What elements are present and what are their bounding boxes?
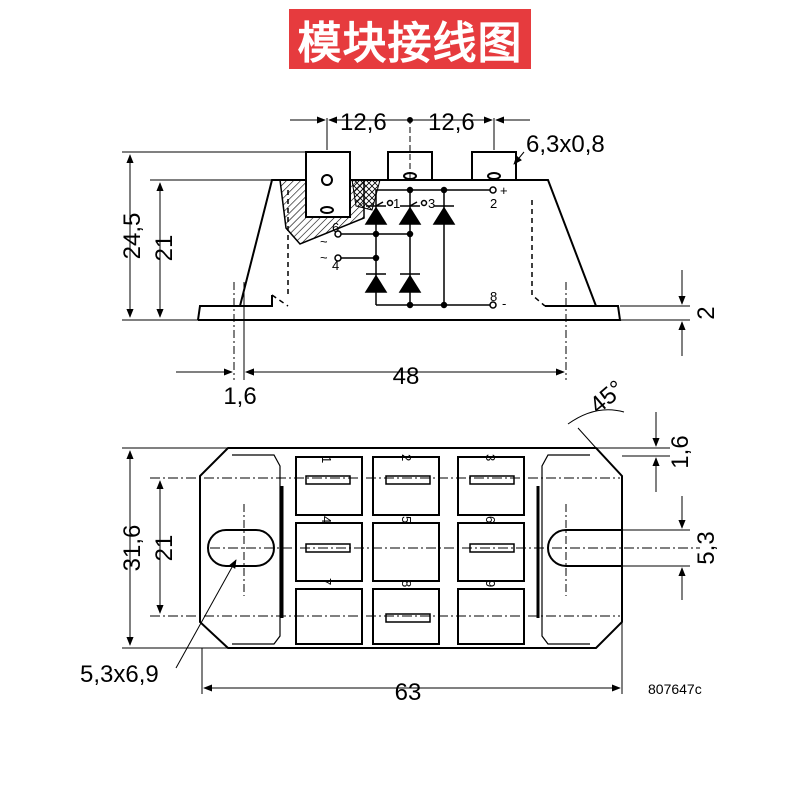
polarity-plus: + bbox=[500, 183, 508, 198]
pad-1 bbox=[295, 456, 363, 516]
dim-hole-spacing: 48 bbox=[393, 363, 420, 390]
dim-height-body: 21 bbox=[151, 235, 178, 262]
terminal-label-1: 1 bbox=[393, 196, 400, 211]
dim-base-thickness: 2 bbox=[693, 306, 720, 319]
mounting-hole bbox=[207, 529, 275, 567]
polarity-minus: - bbox=[502, 296, 506, 311]
pad-3 bbox=[457, 456, 525, 516]
pad-5 bbox=[372, 522, 440, 582]
top-view bbox=[150, 447, 700, 649]
terminal-label-6: 6 bbox=[332, 220, 339, 235]
diode-3 bbox=[432, 206, 456, 225]
diode-4 bbox=[364, 274, 388, 293]
ac-symbol-bottom: ~ bbox=[320, 250, 328, 265]
dim-terminal-size: 6,3x0,8 bbox=[526, 131, 605, 158]
rectifier-schematic bbox=[334, 186, 497, 309]
base-left bbox=[197, 295, 273, 321]
pad-label-1: 1 bbox=[319, 456, 334, 463]
title-banner: 模块接线图 bbox=[289, 9, 531, 69]
side-view-dimensions bbox=[122, 116, 690, 376]
dim-pitch-right: 12,6 bbox=[428, 109, 475, 136]
dim-hole-size: 5,3x6,9 bbox=[80, 661, 159, 688]
pad-4 bbox=[295, 522, 363, 582]
terminal-slot-3 bbox=[469, 475, 515, 485]
terminal-slot-2 bbox=[385, 475, 431, 485]
terminal-label-2: 2 bbox=[490, 196, 497, 211]
pad-label-5: 5 bbox=[399, 516, 414, 523]
pad-label-2: 2 bbox=[399, 454, 414, 461]
pad-label-9: 9 bbox=[483, 580, 498, 587]
pad-label-3: 3 bbox=[483, 454, 498, 461]
pad-6 bbox=[457, 522, 525, 582]
pad-label-8: 8 bbox=[399, 580, 414, 587]
dim-slot-width: 5,3 bbox=[693, 531, 720, 564]
dim-pitch-left: 12,6 bbox=[340, 109, 387, 136]
terminal-tab-right bbox=[471, 151, 517, 181]
dim-length: 63 bbox=[395, 679, 422, 706]
terminal-label-4: 4 bbox=[332, 258, 339, 273]
diode-1 bbox=[364, 206, 388, 225]
diode-2 bbox=[398, 206, 422, 225]
dim-height-total: 24,5 bbox=[119, 213, 146, 260]
base-right bbox=[198, 305, 622, 321]
top-outline bbox=[199, 447, 623, 649]
dim-flange-width: 1,6 bbox=[223, 383, 256, 410]
pad-label-4: 4 bbox=[319, 516, 334, 523]
terminal-slot-1 bbox=[305, 475, 351, 485]
pad-2 bbox=[372, 456, 440, 516]
dim-width-inner: 21 bbox=[151, 535, 178, 562]
dim-width-total: 31,6 bbox=[119, 525, 146, 572]
top-view-dimensions bbox=[122, 409, 690, 694]
pad-label-6: 6 bbox=[483, 516, 498, 523]
dim-edge: 1,6 bbox=[667, 435, 694, 468]
drawing-reference: 807647c bbox=[648, 681, 702, 697]
ac-symbol-top: ~ bbox=[320, 234, 328, 249]
terminal-label-3: 3 bbox=[428, 196, 435, 211]
terminal-slot-8 bbox=[385, 613, 431, 623]
pad-label-7: 7 bbox=[319, 578, 334, 585]
terminal-label-8: 8 bbox=[490, 289, 497, 304]
side-view bbox=[197, 118, 622, 380]
diode-5 bbox=[398, 274, 422, 293]
